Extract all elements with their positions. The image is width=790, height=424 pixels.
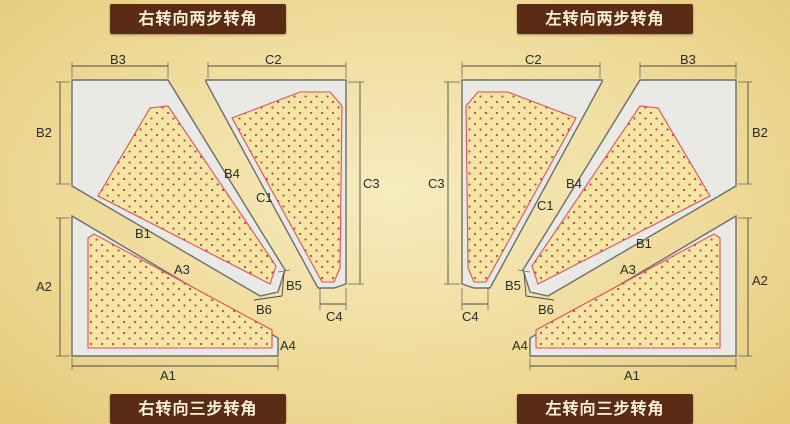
label-a2: A2: [752, 273, 768, 288]
label-c4: C4: [326, 309, 343, 324]
title-banner-right-two-step: 右转向两步转角: [110, 4, 286, 34]
dimension-lines-right: [444, 62, 752, 370]
label-b5: B5: [505, 278, 521, 293]
label-a1: A1: [624, 368, 640, 383]
piece-c-outline: [461, 79, 603, 289]
label-a3: A3: [620, 262, 636, 277]
right-group-labels: B3 C2 B2 C3 B4 C1 B1 A3 A2 B5 B6 C4 A4 A…: [428, 52, 768, 383]
piece-a-outline: [529, 214, 737, 357]
label-a1: A1: [160, 368, 176, 383]
label-a3: A3: [174, 262, 190, 277]
dimension-lines-left: [56, 62, 364, 370]
label-b4: B4: [566, 176, 582, 191]
label-a4: A4: [512, 338, 528, 353]
label-b1: B1: [135, 226, 151, 241]
label-b5: B5: [286, 278, 302, 293]
label-c4: C4: [462, 309, 479, 324]
label-b1: B1: [636, 236, 652, 251]
right-turn-diagram: B3 C2 B2 C3 B4 C1 B1 A3 A2 B5 B6 C4 A4 A…: [36, 52, 380, 383]
piece-b-outline: [71, 79, 286, 297]
label-a4: A4: [280, 338, 296, 353]
label-c2: C2: [265, 52, 282, 67]
label-b3: B3: [680, 52, 696, 67]
title-banner-right-three-step: 右转向三步转角: [110, 394, 286, 424]
title-banner-left-three-step: 左转向三步转角: [517, 394, 693, 424]
label-c1: C1: [537, 198, 554, 213]
label-b3: B3: [110, 52, 126, 67]
label-b2: B2: [36, 125, 52, 140]
label-c2: C2: [525, 52, 542, 67]
left-turn-diagram: [444, 62, 752, 370]
label-b4: B4: [224, 166, 240, 181]
label-c3: C3: [363, 176, 380, 191]
label-a2: A2: [36, 279, 52, 294]
piece-a-outline: [71, 214, 279, 357]
label-c1: C1: [256, 190, 273, 205]
title-banner-left-two-step: 左转向两步转角: [517, 4, 693, 34]
label-b2: B2: [752, 125, 768, 140]
label-b6: B6: [256, 302, 272, 317]
piece-c-outline: [205, 79, 347, 289]
label-b6: B6: [538, 302, 554, 317]
label-c3: C3: [428, 176, 445, 191]
piece-b-outline: [522, 79, 737, 297]
